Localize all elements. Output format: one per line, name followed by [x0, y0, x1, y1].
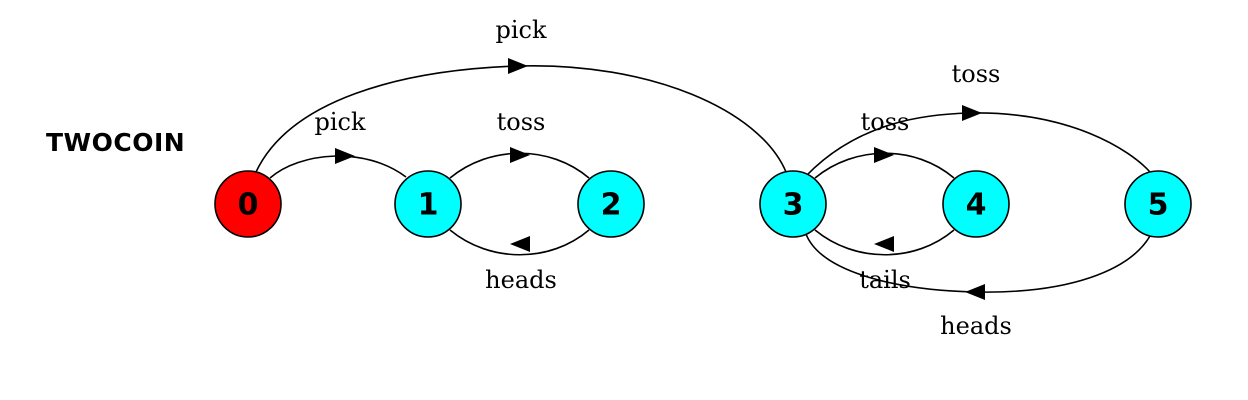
state-node-circle-4 — [942, 170, 1010, 238]
edge-arrowhead-1-2 — [510, 147, 530, 163]
edge-label-4-3: tails — [859, 266, 911, 294]
edge-arrowhead-3-4 — [874, 147, 894, 163]
state-node-4: 4 — [942, 170, 1010, 238]
nodes-layer: 0 1 2 3 4 5 — [214, 170, 1192, 238]
edge-arrowhead-2-1 — [510, 236, 530, 252]
edge-5-3 — [805, 233, 1151, 293]
diagram-title: TWOCOIN — [46, 128, 186, 157]
state-node-3: 3 — [759, 170, 827, 238]
edge-arrowhead-5-3 — [965, 284, 985, 300]
state-node-circle-3 — [759, 170, 827, 238]
edge-label-0-3: pick — [495, 16, 546, 44]
edge-label-3-5: toss — [952, 60, 1001, 88]
edge-3-5 — [805, 112, 1151, 177]
state-node-circle-2 — [577, 170, 645, 238]
state-node-0: 0 — [214, 170, 282, 238]
state-node-2: 2 — [577, 170, 645, 238]
state-node-circle-1 — [394, 170, 462, 238]
edge-0-1 — [269, 155, 407, 179]
edge-label-5-3: heads — [940, 312, 1012, 340]
edge-label-0-1: pick — [314, 108, 365, 136]
edge-2-1 — [449, 229, 590, 256]
state-node-circle-0 — [214, 170, 282, 238]
edge-label-3-4: toss — [861, 108, 910, 136]
state-node-label-3: 3 — [783, 188, 804, 223]
state-node-label-4: 4 — [966, 188, 987, 223]
edge-label-1-2: toss — [497, 108, 546, 136]
edge-arrowhead-4-3 — [874, 236, 894, 252]
state-node-label-2: 2 — [601, 188, 622, 223]
state-node-label-5: 5 — [1148, 188, 1169, 223]
edge-arrowhead-0-3 — [508, 58, 528, 74]
edge-arrowhead-3-5 — [962, 105, 982, 121]
edge-labels-layer: pick pick toss heads toss tails toss heads — [314, 16, 1011, 340]
state-node-1: 1 — [394, 170, 462, 238]
edge-arrowhead-0-1 — [335, 148, 355, 164]
edges-layer — [255, 58, 1151, 300]
state-node-label-0: 0 — [238, 188, 259, 223]
edge-4-3 — [814, 229, 955, 256]
state-node-label-1: 1 — [418, 188, 439, 223]
state-node-circle-5 — [1124, 170, 1192, 238]
edge-label-2-1: heads — [485, 266, 557, 294]
state-node-5: 5 — [1124, 170, 1192, 238]
